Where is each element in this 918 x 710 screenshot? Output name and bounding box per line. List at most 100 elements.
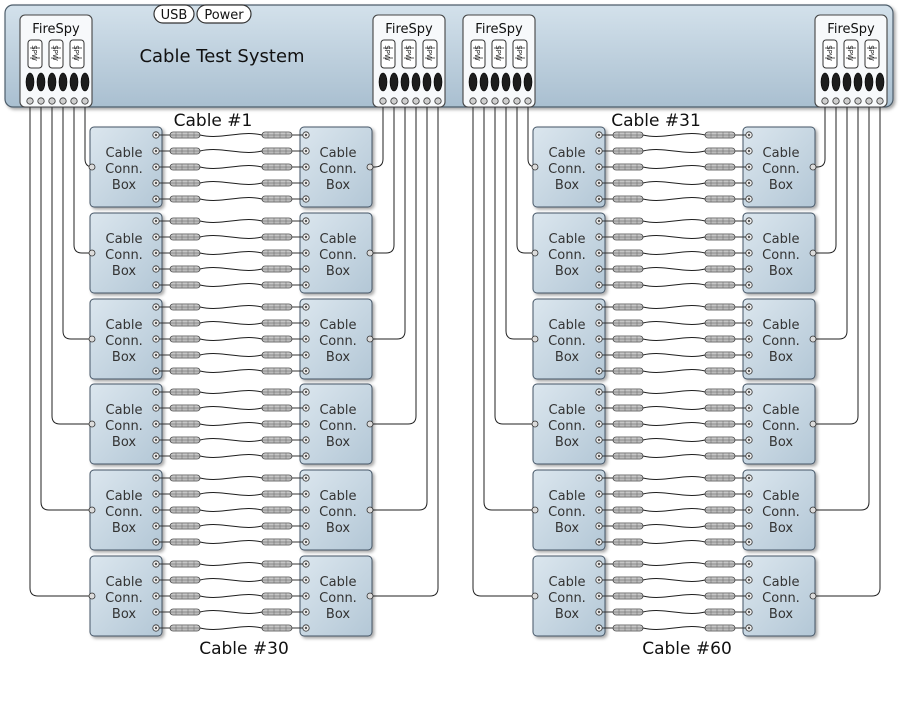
unit-port[interactable] xyxy=(423,97,431,105)
cable-under-test[interactable] xyxy=(642,321,706,325)
cable-under-test[interactable] xyxy=(642,422,706,426)
cable-under-test[interactable] xyxy=(642,235,706,239)
unit-port[interactable] xyxy=(59,97,67,105)
box-feed-port[interactable] xyxy=(88,249,96,257)
cable-under-test[interactable] xyxy=(199,578,263,582)
box-feed-port[interactable] xyxy=(531,163,539,171)
cable-under-test[interactable] xyxy=(199,454,263,458)
cable-under-test[interactable] xyxy=(199,422,263,426)
box-feed-port[interactable] xyxy=(809,163,817,171)
cable-under-test[interactable] xyxy=(199,406,263,410)
box-feed-port[interactable] xyxy=(809,335,817,343)
box-feed-port[interactable] xyxy=(809,506,817,514)
spw-port[interactable]: SPW xyxy=(27,39,43,69)
unit-port[interactable] xyxy=(821,97,829,105)
cable-under-test[interactable] xyxy=(642,149,706,153)
spw-port[interactable]: SPW xyxy=(843,39,859,69)
cable-under-test[interactable] xyxy=(199,353,263,357)
cable-under-test[interactable] xyxy=(642,594,706,598)
spw-port[interactable]: SPW xyxy=(512,39,528,69)
cable-under-test[interactable] xyxy=(199,508,263,512)
cable-under-test[interactable] xyxy=(642,165,706,169)
box-feed-port[interactable] xyxy=(809,592,817,600)
cable-under-test[interactable] xyxy=(199,476,263,480)
unit-port[interactable] xyxy=(48,97,56,105)
cable-under-test[interactable] xyxy=(199,305,263,309)
cable-under-test[interactable] xyxy=(642,476,706,480)
box-feed-port[interactable] xyxy=(809,249,817,257)
unit-port[interactable] xyxy=(876,97,884,105)
cable-under-test[interactable] xyxy=(642,438,706,442)
cable-under-test[interactable] xyxy=(199,197,263,201)
cable-under-test[interactable] xyxy=(199,524,263,528)
box-feed-port[interactable] xyxy=(88,506,96,514)
unit-port[interactable] xyxy=(832,97,840,105)
cable-under-test[interactable] xyxy=(642,267,706,271)
unit-port[interactable] xyxy=(854,97,862,105)
box-feed-port[interactable] xyxy=(531,420,539,428)
cable-under-test[interactable] xyxy=(199,235,263,239)
box-feed-port[interactable] xyxy=(366,506,374,514)
box-feed-port[interactable] xyxy=(809,420,817,428)
box-feed-port[interactable] xyxy=(88,163,96,171)
spw-port[interactable]: SPW xyxy=(69,39,85,69)
spw-port[interactable]: SPW xyxy=(380,39,396,69)
cable-under-test[interactable] xyxy=(642,305,706,309)
cable-under-test[interactable] xyxy=(199,540,263,544)
unit-port[interactable] xyxy=(37,97,45,105)
box-feed-port[interactable] xyxy=(366,249,374,257)
cable-under-test[interactable] xyxy=(642,454,706,458)
cable-under-test[interactable] xyxy=(642,562,706,566)
cable-under-test[interactable] xyxy=(199,369,263,373)
unit-port[interactable] xyxy=(434,97,442,105)
spw-port[interactable]: SPW xyxy=(401,39,417,69)
cable-under-test[interactable] xyxy=(642,181,706,185)
spw-port[interactable]: SPW xyxy=(470,39,486,69)
unit-port[interactable] xyxy=(865,97,873,105)
cable-under-test[interactable] xyxy=(199,219,263,223)
cable-under-test[interactable] xyxy=(199,149,263,153)
cable-under-test[interactable] xyxy=(199,492,263,496)
cable-under-test[interactable] xyxy=(642,283,706,287)
cable-under-test[interactable] xyxy=(199,390,263,394)
cable-under-test[interactable] xyxy=(199,165,263,169)
cable-under-test[interactable] xyxy=(199,321,263,325)
cable-under-test[interactable] xyxy=(199,610,263,614)
cable-under-test[interactable] xyxy=(642,578,706,582)
box-feed-port[interactable] xyxy=(88,335,96,343)
box-feed-port[interactable] xyxy=(88,420,96,428)
cable-under-test[interactable] xyxy=(642,406,706,410)
cable-under-test[interactable] xyxy=(642,540,706,544)
cable-under-test[interactable] xyxy=(199,133,263,137)
cable-under-test[interactable] xyxy=(642,197,706,201)
cable-under-test[interactable] xyxy=(199,438,263,442)
cable-under-test[interactable] xyxy=(199,626,263,630)
unit-port[interactable] xyxy=(412,97,420,105)
cable-under-test[interactable] xyxy=(642,133,706,137)
cable-under-test[interactable] xyxy=(199,267,263,271)
box-feed-port[interactable] xyxy=(88,592,96,600)
cable-under-test[interactable] xyxy=(199,251,263,255)
unit-port[interactable] xyxy=(379,97,387,105)
power-connector[interactable]: Power xyxy=(196,4,252,24)
unit-port[interactable] xyxy=(70,97,78,105)
box-feed-port[interactable] xyxy=(366,420,374,428)
cable-under-test[interactable] xyxy=(642,390,706,394)
cable-under-test[interactable] xyxy=(199,562,263,566)
spw-port[interactable]: SPW xyxy=(48,39,64,69)
spw-port[interactable]: SPW xyxy=(864,39,880,69)
unit-port[interactable] xyxy=(390,97,398,105)
box-feed-port[interactable] xyxy=(531,592,539,600)
unit-port[interactable] xyxy=(513,97,521,105)
unit-port[interactable] xyxy=(843,97,851,105)
cable-under-test[interactable] xyxy=(199,283,263,287)
cable-under-test[interactable] xyxy=(642,337,706,341)
unit-port[interactable] xyxy=(502,97,510,105)
usb-connector[interactable]: USB xyxy=(153,4,195,24)
cable-under-test[interactable] xyxy=(642,508,706,512)
cable-under-test[interactable] xyxy=(642,251,706,255)
